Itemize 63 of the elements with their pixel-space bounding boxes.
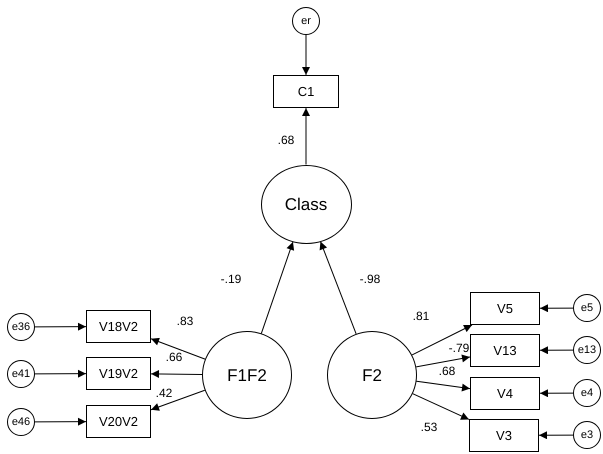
arrow <box>540 304 574 312</box>
path-coefficient: .83 <box>176 315 194 327</box>
error-term-circle <box>573 336 601 364</box>
variable-name: er <box>301 16 311 26</box>
path-coefficient: .66 <box>166 351 182 363</box>
variable-name: V3 <box>496 429 512 442</box>
error-term-circle <box>7 360 35 388</box>
path-coefficient: -.98 <box>360 273 380 285</box>
variable-name: F2 <box>362 366 382 384</box>
error-term-circle <box>573 294 601 322</box>
arrow <box>34 418 86 426</box>
variable-name: V18V2 <box>98 320 138 333</box>
arrow <box>412 324 472 356</box>
variable-name: V4 <box>497 387 513 400</box>
arrow <box>416 354 470 368</box>
variable-name: V19V2 <box>98 367 138 380</box>
path-coefficient: .81 <box>412 310 430 322</box>
arrow <box>538 431 574 440</box>
observed-variable-box <box>273 75 339 108</box>
variable-name: e46 <box>12 416 30 428</box>
variable-name: e5 <box>580 302 594 314</box>
variable-name: Class <box>284 196 328 212</box>
variable-name: V20V2 <box>98 415 138 428</box>
observed-variable-box <box>470 334 540 367</box>
arrow <box>34 322 86 331</box>
arrow <box>150 338 206 360</box>
variable-name: e3 <box>580 430 594 440</box>
observed-variable-box <box>86 405 151 438</box>
arrow <box>302 34 310 76</box>
variable-name: F1F2 <box>227 366 267 384</box>
variable-name: e4 <box>580 388 594 398</box>
variable-name: V5 <box>497 302 513 315</box>
arrow <box>412 393 470 420</box>
arrow <box>34 370 86 378</box>
path-coefficient: -.79 <box>448 342 470 354</box>
error-term-circle <box>573 379 601 407</box>
arrow <box>260 241 294 334</box>
error-term-circle <box>7 408 35 436</box>
variable-name: C1 <box>298 85 314 98</box>
variable-name: V13 <box>493 344 517 357</box>
arrow <box>540 346 574 354</box>
arrow <box>320 240 357 334</box>
path-coefficient: .53 <box>420 421 438 433</box>
path-coefficient: -.19 <box>220 273 242 285</box>
arrow <box>540 389 574 398</box>
variable-name: e36 <box>12 322 30 332</box>
arrow <box>302 108 310 165</box>
variable-name: e41 <box>12 368 30 380</box>
path-coefficient: .68 <box>438 365 456 377</box>
arrow <box>150 390 206 411</box>
arrow <box>150 370 202 378</box>
observed-variable-box <box>470 292 540 325</box>
observed-variable-box <box>86 310 151 343</box>
observed-variable-box <box>86 357 151 390</box>
error-term-circle <box>292 7 320 35</box>
arrow <box>416 380 470 392</box>
error-term-circle <box>7 313 35 341</box>
path-coefficient: .68 <box>278 134 294 146</box>
variable-name: e13 <box>578 344 596 356</box>
error-term-circle <box>573 421 601 449</box>
path-coefficient: .42 <box>156 387 172 399</box>
observed-variable-box <box>469 419 539 452</box>
observed-variable-box <box>470 377 540 410</box>
